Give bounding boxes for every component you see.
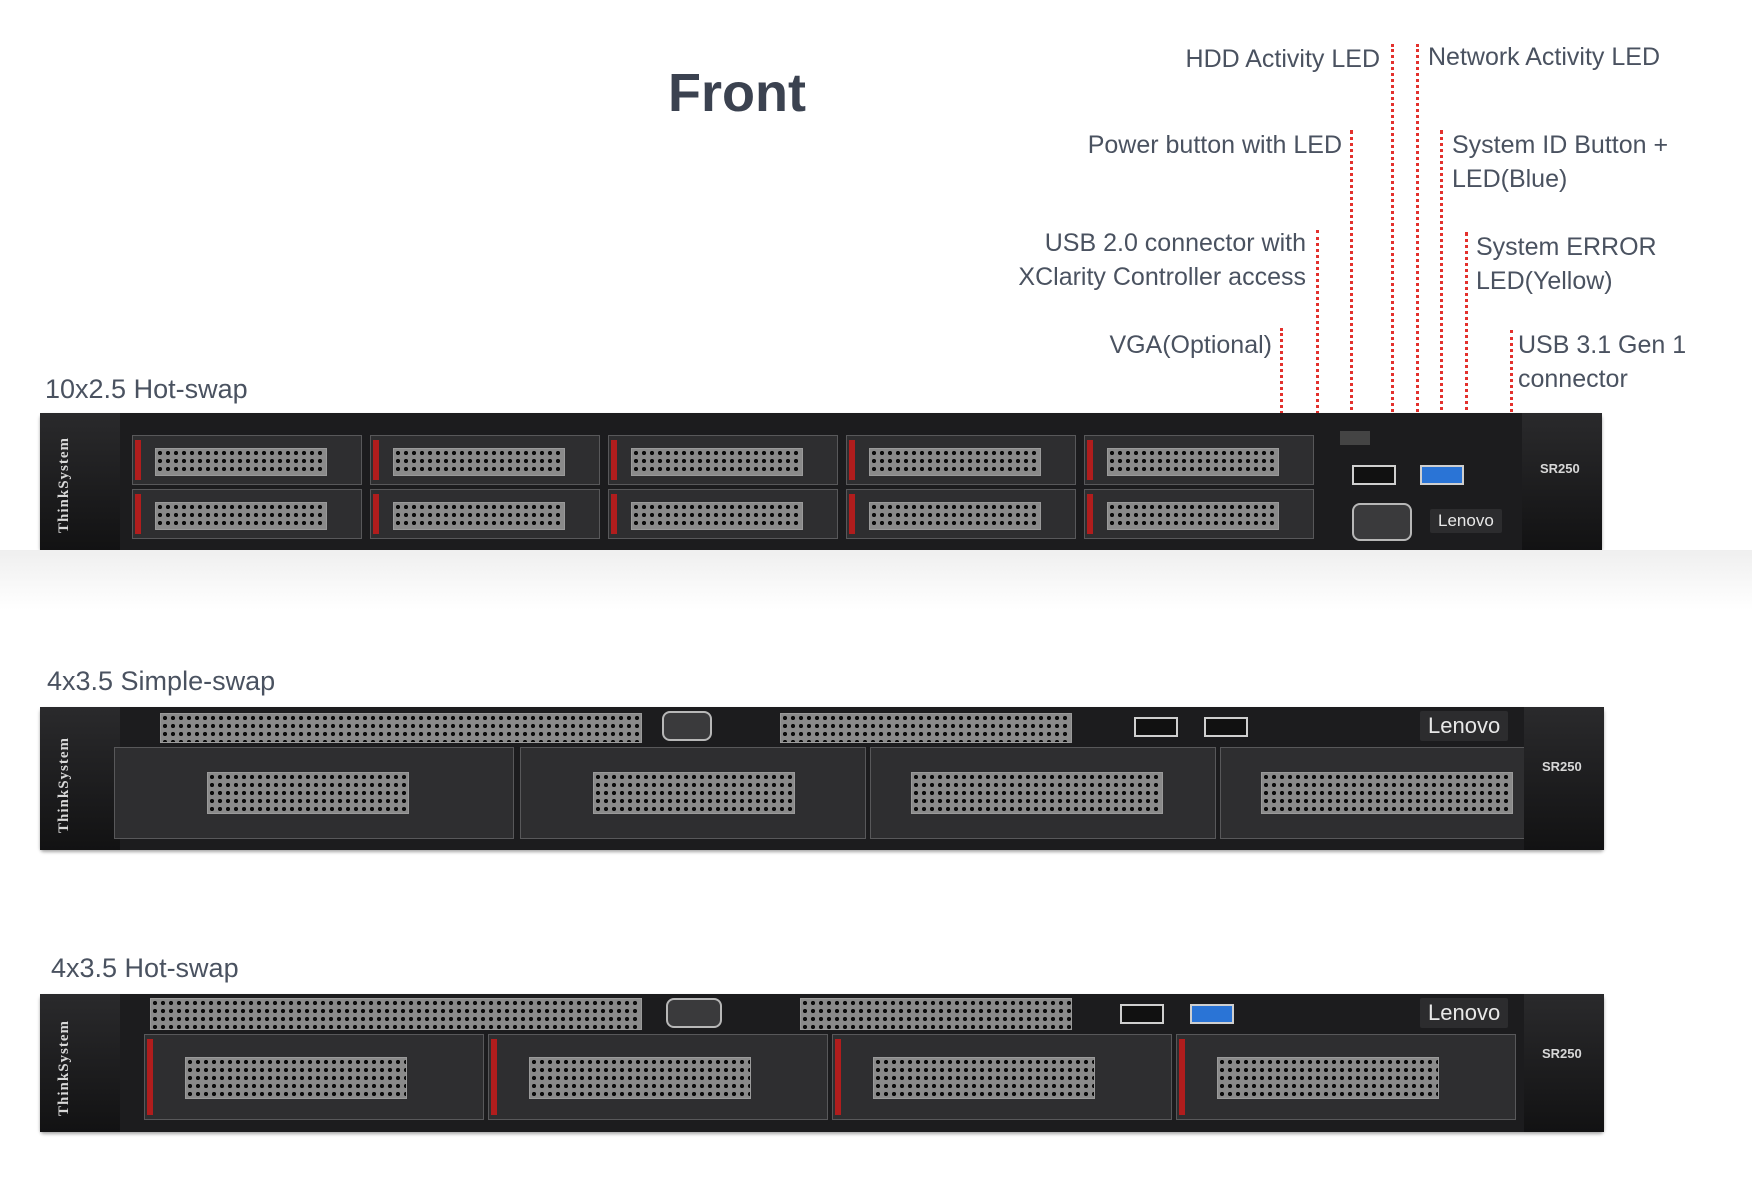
lenovo-logo: Lenovo bbox=[1420, 998, 1509, 1028]
drive-bay[interactable] bbox=[370, 435, 600, 485]
usb31-label-line2: connector bbox=[1518, 365, 1628, 393]
usb31-port[interactable] bbox=[1190, 1004, 1234, 1024]
power-button-leader bbox=[1350, 130, 1353, 436]
usb20-port[interactable] bbox=[1134, 717, 1178, 737]
hdd-led-leader bbox=[1391, 44, 1394, 436]
left-rack-ear: ThinkSystem bbox=[40, 994, 120, 1132]
usb20-connector-label: USB 2.0 connector with XClarity Controll… bbox=[900, 226, 1306, 294]
server-4x3.5-hotswap: ThinkSystem Lenovo SR250 bbox=[40, 994, 1604, 1132]
power-button[interactable] bbox=[1340, 431, 1370, 445]
usb31-port[interactable] bbox=[1420, 465, 1464, 485]
vent-grille bbox=[800, 998, 1072, 1030]
network-led-leader bbox=[1416, 44, 1419, 436]
drive-bay[interactable] bbox=[1084, 435, 1314, 485]
drive-bay[interactable] bbox=[846, 435, 1076, 485]
brand-label: ThinkSystem bbox=[56, 436, 72, 533]
usb20-port[interactable] bbox=[1352, 465, 1396, 485]
usb31-label-line1: USB 3.1 Gen 1 bbox=[1518, 331, 1687, 359]
system-error-label-line1: System ERROR bbox=[1476, 233, 1657, 261]
brand-label: ThinkSystem bbox=[56, 736, 72, 833]
config-label-10x2.5: 10x2.5 Hot-swap bbox=[45, 374, 248, 404]
brand-label: ThinkSystem bbox=[56, 1019, 72, 1116]
power-button-label: Power button with LED bbox=[1087, 131, 1342, 159]
system-id-label: System ID Button + LED(Blue) bbox=[1452, 128, 1668, 196]
vga-port[interactable] bbox=[1352, 503, 1412, 541]
drive-bay[interactable] bbox=[132, 489, 362, 539]
usb31-connector-label: USB 3.1 Gen 1 connector bbox=[1518, 328, 1686, 396]
system-id-leader bbox=[1440, 130, 1443, 436]
system-error-leader bbox=[1465, 232, 1468, 436]
drive-bay[interactable] bbox=[1176, 1034, 1516, 1120]
drive-bay[interactable] bbox=[488, 1034, 828, 1120]
system-id-label-line1: System ID Button + bbox=[1452, 131, 1669, 159]
drive-bay[interactable] bbox=[114, 747, 514, 839]
vent-grille bbox=[780, 713, 1072, 743]
server-10x2.5-hotswap: ThinkSystem Lenovo SR250 bbox=[40, 413, 1602, 550]
vga-label: VGA(Optional) bbox=[1109, 331, 1272, 359]
drive-bay[interactable] bbox=[870, 747, 1216, 839]
drive-bay[interactable] bbox=[144, 1034, 484, 1120]
system-error-label: System ERROR LED(Yellow) bbox=[1476, 230, 1657, 298]
right-rack-ear: SR250 bbox=[1524, 707, 1604, 850]
left-rack-ear: ThinkSystem bbox=[40, 413, 120, 550]
vga-port[interactable] bbox=[666, 998, 722, 1028]
vga-port[interactable] bbox=[662, 711, 712, 741]
usb20-port[interactable] bbox=[1120, 1004, 1164, 1024]
usb20-label-line1: USB 2.0 connector with bbox=[1044, 229, 1306, 257]
server-4x3.5-simpleswap: ThinkSystem Lenovo SR250 bbox=[40, 707, 1604, 850]
page-title: Front bbox=[668, 63, 806, 123]
floor-reflection bbox=[0, 550, 1752, 610]
drive-bay[interactable] bbox=[132, 435, 362, 485]
lenovo-logo: Lenovo bbox=[1430, 509, 1502, 533]
lenovo-logo: Lenovo bbox=[1420, 711, 1509, 741]
hdd-activity-led-label: HDD Activity LED bbox=[1185, 45, 1380, 73]
drive-bay[interactable] bbox=[370, 489, 600, 539]
config-label-4x3.5-hotswap: 4x3.5 Hot-swap bbox=[51, 953, 239, 983]
system-id-label-line2: LED(Blue) bbox=[1452, 165, 1568, 193]
model-label: SR250 bbox=[1542, 759, 1582, 774]
left-rack-ear: ThinkSystem bbox=[40, 707, 120, 850]
right-rack-ear: SR250 bbox=[1522, 413, 1602, 550]
drive-bay[interactable] bbox=[1084, 489, 1314, 539]
drive-bay[interactable] bbox=[520, 747, 866, 839]
drive-bay[interactable] bbox=[608, 489, 838, 539]
usb31-port[interactable] bbox=[1204, 717, 1248, 737]
drive-bay[interactable] bbox=[608, 435, 838, 485]
vent-grille bbox=[160, 713, 642, 743]
drive-bay[interactable] bbox=[832, 1034, 1172, 1120]
drive-bay[interactable] bbox=[846, 489, 1076, 539]
drive-bay[interactable] bbox=[1220, 747, 1566, 839]
vent-grille bbox=[150, 998, 642, 1030]
config-label-4x3.5-simple: 4x3.5 Simple-swap bbox=[47, 666, 276, 696]
usb31-leader bbox=[1510, 330, 1513, 478]
system-error-label-line2: LED(Yellow) bbox=[1476, 267, 1613, 295]
network-activity-led-label: Network Activity LED bbox=[1428, 43, 1661, 71]
usb20-label-line2: XClarity Controller access bbox=[1018, 263, 1306, 291]
model-label: SR250 bbox=[1540, 461, 1580, 476]
model-label: SR250 bbox=[1542, 1046, 1582, 1061]
right-rack-ear: SR250 bbox=[1524, 994, 1604, 1132]
usb20-leader bbox=[1316, 230, 1319, 480]
